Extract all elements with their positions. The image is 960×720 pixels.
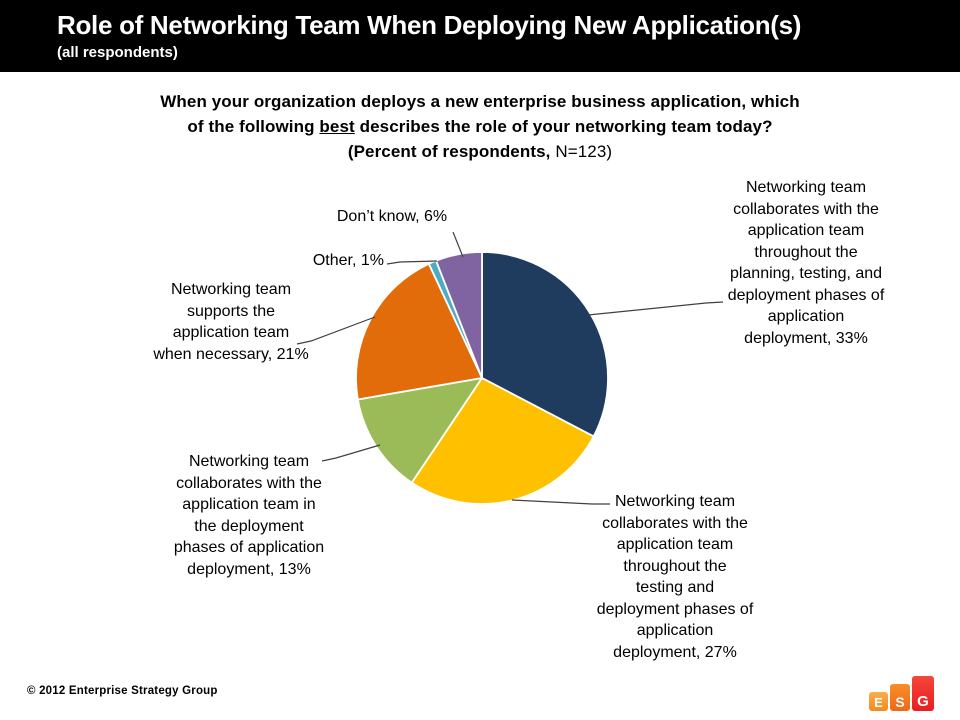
pie-slice-0 [481, 251, 609, 438]
callout-supports-21: Networking team supports the application… [153, 281, 309, 363]
leader-line-supports [296, 316, 376, 345]
survey-question: When your organization deploys a new ent… [0, 89, 960, 164]
callout-testing-collab-27: Networking team collaborates with the ap… [596, 493, 754, 661]
leader-lines [296, 231, 724, 505]
underlined-word: best [319, 117, 355, 136]
esg-logo: E S G [869, 676, 934, 711]
sample-size: N=123) [555, 142, 613, 161]
leader-line-deployment-collab [321, 444, 381, 462]
question-line-2: of the following best describes the role… [187, 117, 773, 136]
esg-logo-block-e: E [869, 692, 888, 711]
esg-logo-block-g: G [912, 676, 934, 711]
callout-other-1: Other, 1% [312, 252, 384, 269]
page-subtitle: (all respondents) [57, 44, 178, 61]
copyright-text: © 2012 Enterprise Strategy Group [27, 685, 218, 697]
question-line-3: (Percent of respondents, N=123) [347, 142, 613, 161]
page-title: Role of Networking Team When Deploying N… [57, 10, 802, 40]
pie-slices-group [355, 251, 609, 505]
pie-slice-3 [355, 262, 483, 401]
slide-header: Role of Networking Team When Deploying N… [0, 0, 960, 72]
question-line-1: When your organization deploys a new ent… [160, 92, 800, 111]
leader-line-dont-know [452, 231, 464, 258]
callout-full-collab-33: Networking team collaborates with the ap… [727, 179, 885, 347]
leader-line-full-collab [587, 301, 724, 316]
callout-dont-know-6: Don’t know, 6% [336, 208, 448, 225]
leader-line-testing-collab [511, 499, 610, 505]
leader-line-other [386, 260, 438, 265]
callout-deployment-collab-13: Networking team collaborates with the ap… [173, 453, 325, 578]
esg-logo-block-s: S [890, 684, 910, 711]
